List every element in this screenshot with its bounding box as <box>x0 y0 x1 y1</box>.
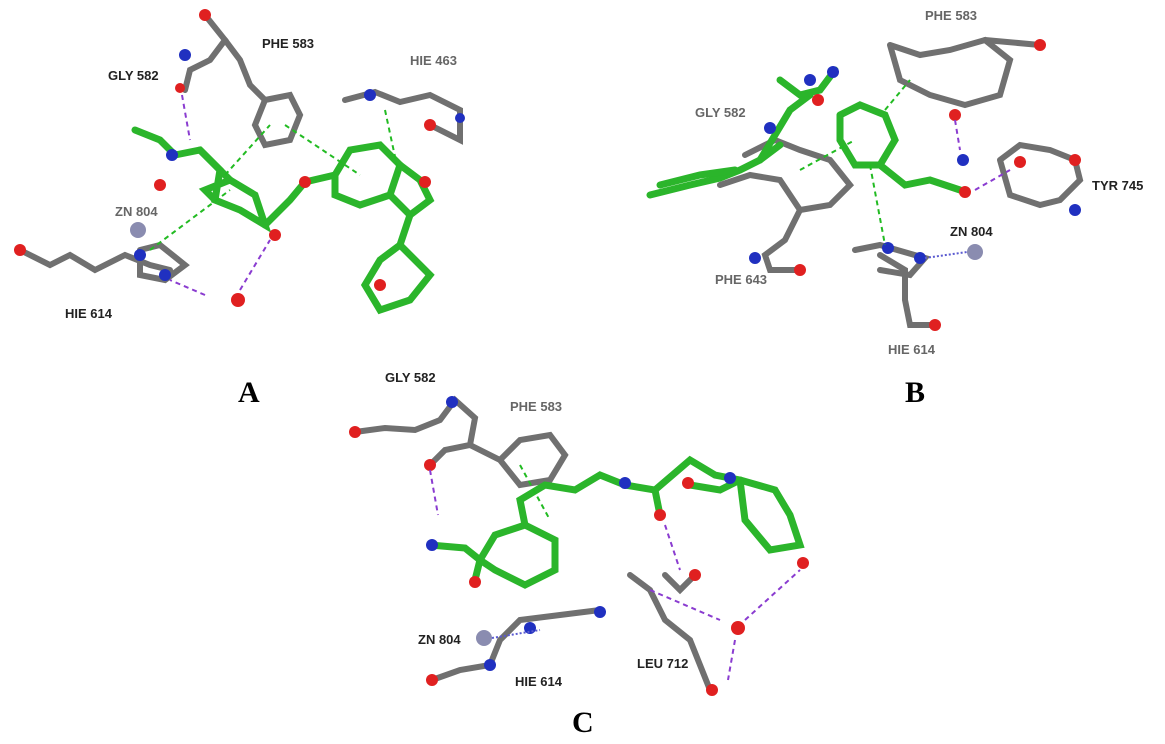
residue-label-zn-804-c: ZN 804 <box>418 632 461 647</box>
panel-b-ligand <box>646 66 964 199</box>
panel-b: PHE 583 GLY 582 TYR 745 ZN 804 PHE 643 H… <box>646 8 1143 409</box>
panel-c-interactions <box>429 464 801 681</box>
panel-b-interactions <box>799 79 1011 259</box>
zinc-atom-b <box>967 244 983 260</box>
residue-label-phe-583-c: PHE 583 <box>510 399 562 414</box>
zinc-atom-c <box>476 630 492 646</box>
panel-label-c: C <box>572 706 594 739</box>
panel-a-interactions <box>149 94 401 296</box>
residue-label-hie-614-c: HIE 614 <box>515 674 563 689</box>
residue-label-hie-614-b: HIE 614 <box>888 342 936 357</box>
residue-label-zn-804-a: ZN 804 <box>115 204 158 219</box>
residue-label-hie-614-a: HIE 614 <box>65 306 113 321</box>
panel-b-atoms <box>749 39 1081 331</box>
residue-label-gly-582-b: GLY 582 <box>695 105 746 120</box>
residue-label-phe-643-b: PHE 643 <box>715 272 767 287</box>
panel-label-b: B <box>905 376 925 409</box>
residue-label-phe-583-b: PHE 583 <box>925 8 977 23</box>
panel-c-atoms <box>349 396 809 696</box>
panel-c-protein <box>352 395 713 693</box>
zinc-atom-a <box>130 222 146 238</box>
residue-label-tyr-745-b: TYR 745 <box>1092 178 1143 193</box>
residue-label-phe-583-a: PHE 583 <box>262 36 314 51</box>
residue-label-zn-804-b: ZN 804 <box>950 224 993 239</box>
panel-label-a: A <box>238 376 260 409</box>
panel-c-ligand <box>426 455 805 589</box>
residue-label-hie-463-a: HIE 463 <box>410 53 457 68</box>
residue-label-gly-582-a: GLY 582 <box>108 68 159 83</box>
panel-c: GLY 582 PHE 583 ZN 804 HIE 614 LEU 712 C <box>349 370 809 739</box>
residue-label-gly-582-c: GLY 582 <box>385 370 436 385</box>
residue-label-leu-712-c: LEU 712 <box>637 656 688 671</box>
panel-a-atoms <box>14 9 465 307</box>
panel-a: GLY 582 PHE 583 HIE 463 ZN 804 HIE 614 A <box>14 9 465 409</box>
